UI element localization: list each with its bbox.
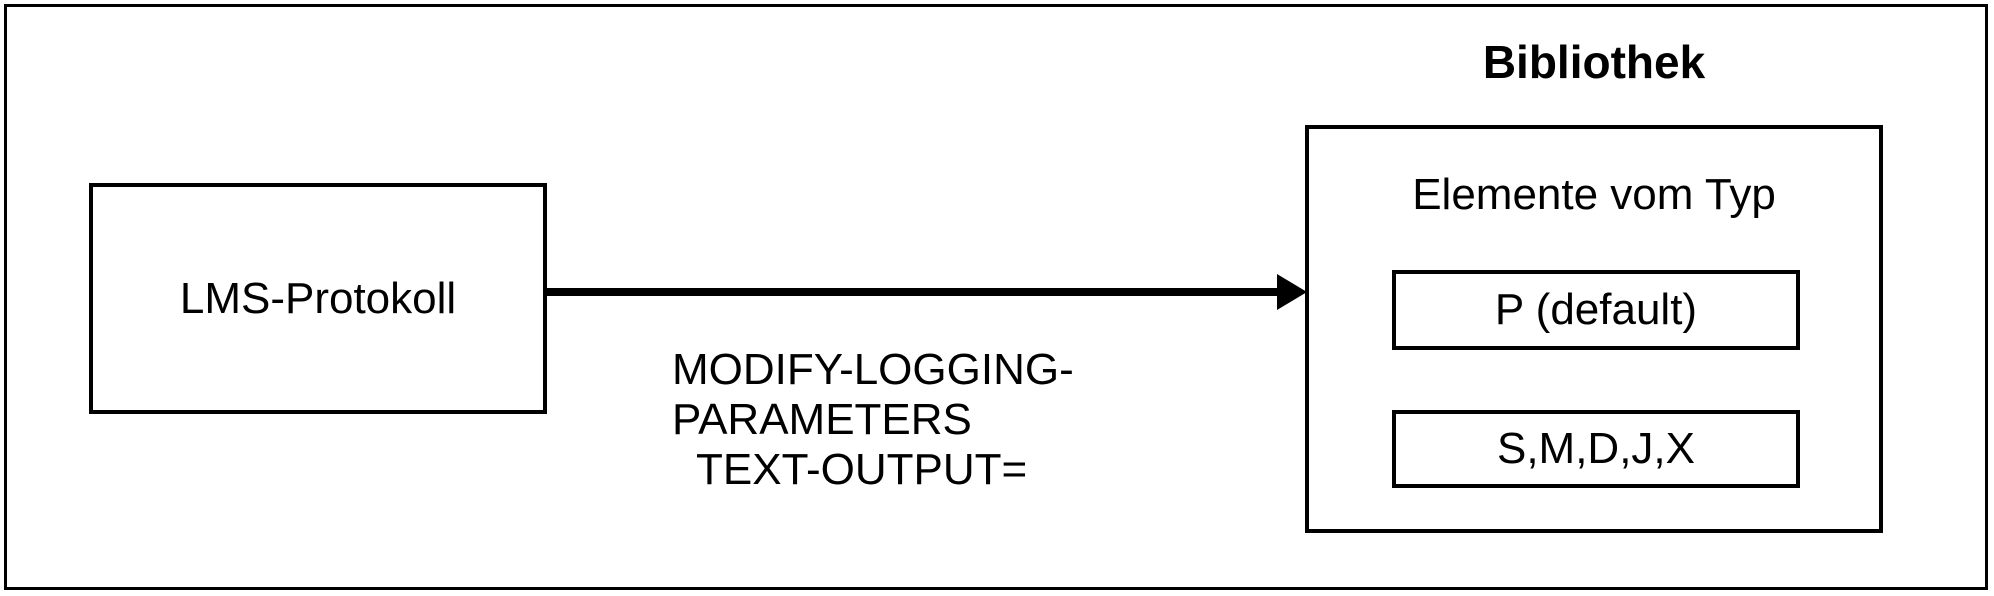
arrow-line bbox=[547, 288, 1277, 296]
element-type-box-default: P (default) bbox=[1392, 270, 1800, 350]
library-subtitle: Elemente vom Typ bbox=[1412, 170, 1776, 219]
arrow-label-line-1: MODIFY-LOGGING- bbox=[672, 345, 1074, 394]
element-type-box-other: S,M,D,J,X bbox=[1392, 410, 1800, 488]
element-type-other-label: S,M,D,J,X bbox=[1496, 424, 1696, 473]
element-type-default-label: P (default) bbox=[1494, 285, 1698, 334]
library-box: Elemente vom Typ P (default) S,M,D,J,X bbox=[1305, 125, 1883, 533]
library-title: Bibliothek bbox=[1482, 36, 1706, 88]
diagram-border bbox=[4, 4, 1988, 590]
arrow-label-line-3: TEXT-OUTPUT= bbox=[696, 445, 1028, 494]
lms-protokoll-box: LMS-Protokoll bbox=[89, 183, 547, 414]
arrow-head-icon bbox=[1277, 274, 1307, 310]
arrow-label-line-2: PARAMETERS bbox=[672, 395, 972, 444]
arrow-label: MODIFY-LOGGING- PARAMETERS TEXT-OUTPUT= bbox=[672, 345, 1074, 495]
lms-protokoll-label: LMS-Protokoll bbox=[179, 273, 457, 323]
